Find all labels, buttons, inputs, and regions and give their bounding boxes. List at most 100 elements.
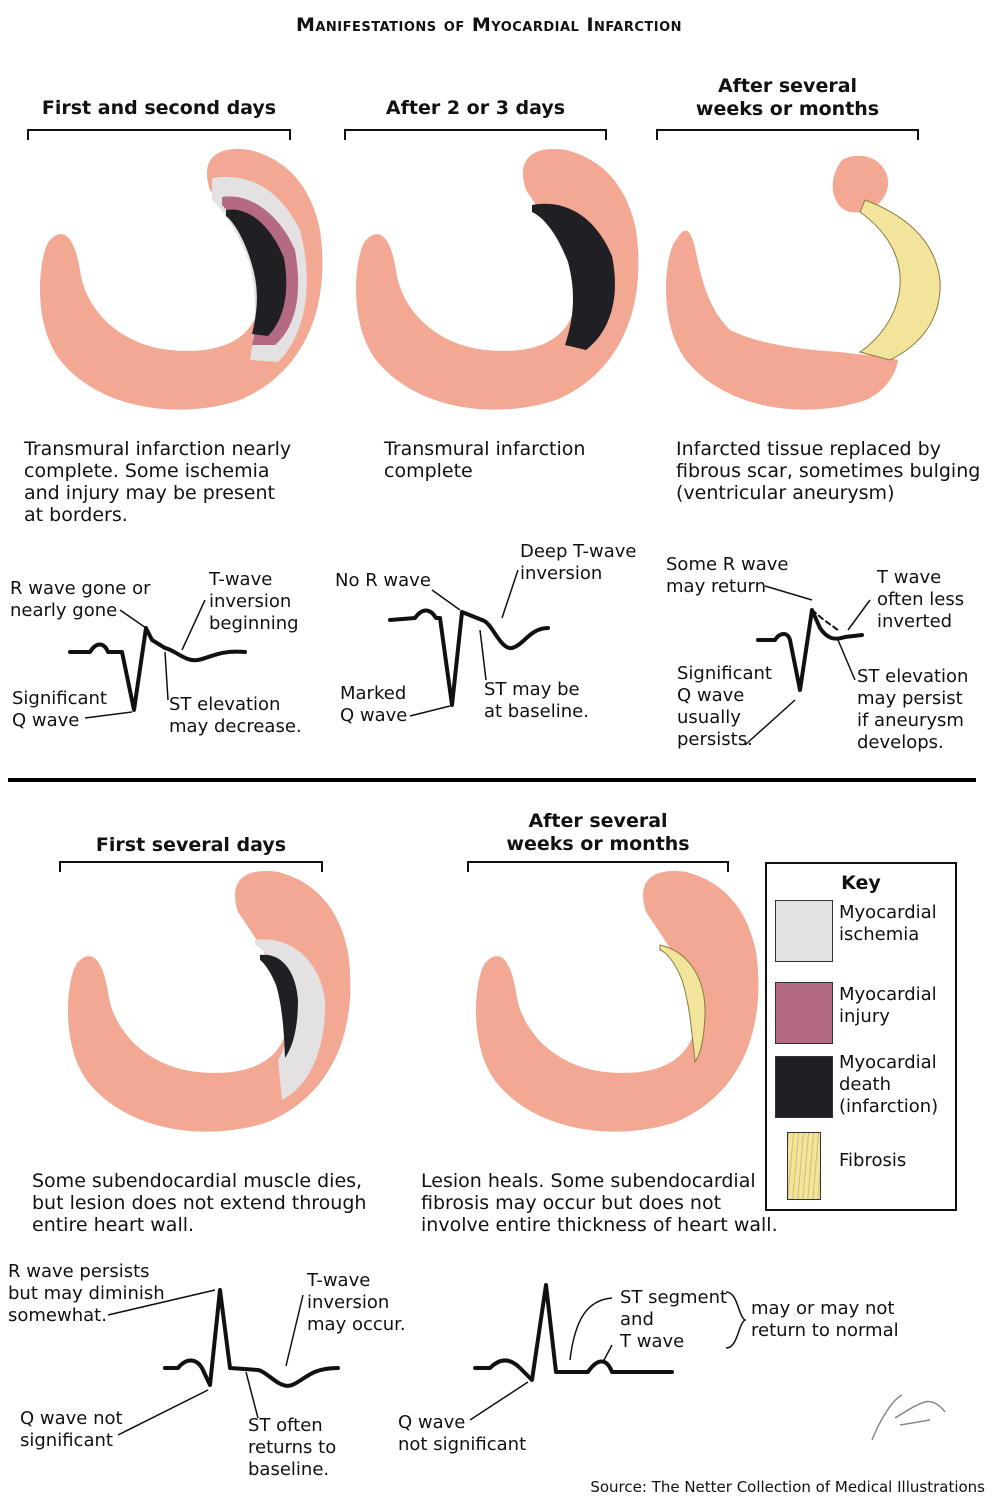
label-line: R wave gone or xyxy=(10,578,151,599)
label-line: R wave persists xyxy=(8,1261,150,1282)
ecg-label-st: ST elevation may persist if aneurysm dev… xyxy=(857,666,968,754)
pointer-q5 xyxy=(469,1381,529,1421)
ecg-label-st: ST elevation may decrease. xyxy=(169,694,302,738)
brace-right xyxy=(725,1291,747,1349)
header-line: weeks or months xyxy=(695,98,880,120)
label-line: if aneurysm xyxy=(857,710,964,731)
key-label-infarction: Myocardial death (infarction) xyxy=(839,1052,938,1118)
ecg-label-q: Significant Q wave xyxy=(12,688,107,732)
pointer-t3 xyxy=(847,599,871,631)
label-line: beginning xyxy=(209,613,299,634)
ecg-label-q: Significant Q wave usually persists. xyxy=(677,663,772,751)
panel-header-day1: First and second days xyxy=(41,97,277,119)
header-brace-2 xyxy=(344,129,607,140)
header-brace-3 xyxy=(656,129,919,140)
swatch-fibrosis xyxy=(787,1132,821,1200)
header-line: weeks or months xyxy=(506,833,690,855)
panel-header-subendo-weeks: After several weeks or months xyxy=(468,810,728,856)
ecg-trace-2 xyxy=(388,608,550,707)
pointer-r1 xyxy=(119,609,147,629)
label-line: No R wave xyxy=(335,570,431,591)
ecg-label-t: T-wave inversion may occur. xyxy=(307,1270,406,1336)
header-brace-4 xyxy=(59,861,323,872)
section-divider xyxy=(8,778,976,782)
ecg-label-q: Marked Q wave xyxy=(340,683,407,727)
ecg-label-t: T wave often less inverted xyxy=(877,567,964,633)
key-label-injury: Myocardial injury xyxy=(839,984,937,1028)
ecg-label-q: Q wave not significant xyxy=(398,1412,526,1456)
label-line: returns to xyxy=(248,1437,337,1458)
label-line: (infarction) xyxy=(839,1096,939,1117)
label-line: Significant xyxy=(677,663,772,684)
label-line: T wave xyxy=(877,567,942,588)
ecg-label-r: Some R wave may return xyxy=(666,554,788,598)
pointer-q3 xyxy=(744,699,796,746)
pointer-r2 xyxy=(431,589,461,611)
desc-line: Transmural infarction xyxy=(384,438,586,460)
heart-muscle xyxy=(666,230,898,410)
ecg-trace-5 xyxy=(473,1283,674,1382)
header-brace-1 xyxy=(27,129,291,140)
pointer-st2 xyxy=(479,629,487,681)
label-line: develops. xyxy=(857,732,944,753)
ecg-trace-4 xyxy=(163,1288,340,1388)
label-line: may or may not xyxy=(751,1298,895,1319)
ecg-label-r: R wave persists but may diminish somewha… xyxy=(8,1261,165,1327)
heart-wall-day1 xyxy=(40,149,323,410)
pointer-st3 xyxy=(837,639,856,681)
desc-line: Infarcted tissue replaced by xyxy=(676,438,941,460)
pointer-st5 xyxy=(569,1297,613,1361)
label-line: may decrease. xyxy=(169,716,302,737)
ecg-trace-3 xyxy=(756,608,864,692)
label-line: Q wave xyxy=(677,685,745,706)
desc-line: but lesion does not extend through xyxy=(32,1192,367,1214)
label-line: T wave xyxy=(620,1331,685,1352)
label-line: may occur. xyxy=(307,1314,406,1335)
label-line: inverted xyxy=(877,611,953,632)
label-line: ischemia xyxy=(839,924,920,945)
key-title: Key xyxy=(841,872,881,894)
pointer-t2 xyxy=(501,569,519,619)
panel-header-day3: After 2 or 3 days xyxy=(385,97,566,119)
label-line: significant xyxy=(20,1430,113,1451)
ecg-label-t: T-wave inversion beginning xyxy=(209,569,299,635)
label-line: Myocardial xyxy=(839,1052,937,1073)
heart-wall-subendo-healed xyxy=(476,871,759,1132)
ecg-label-r: R wave gone or nearly gone xyxy=(10,578,150,622)
description-weeks: Infarcted tissue replaced by fibrous sca… xyxy=(676,438,980,504)
description-subendo-early: Some subendocardial muscle dies, but les… xyxy=(32,1170,366,1236)
figure-title: Manifestations of Myocardial Infarction xyxy=(295,14,683,36)
pointer-q4 xyxy=(117,1389,209,1436)
source-credit: Source: The Netter Collection of Medical… xyxy=(590,1478,985,1496)
label-line: Q wave xyxy=(340,705,408,726)
label-line: Myocardial xyxy=(839,984,937,1005)
ecg-label-brace: may or may not return to normal xyxy=(751,1298,899,1342)
ecg-label-r: No R wave xyxy=(335,570,431,592)
label-line: Fibrosis xyxy=(839,1150,907,1171)
label-line: Q wave xyxy=(12,710,80,731)
swatch-infarction xyxy=(775,1056,833,1118)
key-label-fibrosis: Fibrosis xyxy=(839,1150,906,1172)
infarction-zone xyxy=(226,209,287,336)
label-line: may return xyxy=(666,576,766,597)
heart-muscle xyxy=(476,871,759,1132)
desc-line: and injury may be present xyxy=(24,482,275,504)
ecg-label-st: ST may be at baseline. xyxy=(484,679,589,723)
label-line: injury xyxy=(839,1006,890,1027)
label-line: Some R wave xyxy=(666,554,789,575)
label-line: Myocardial xyxy=(839,902,937,923)
ecg-label-t: Deep T-wave inversion xyxy=(520,541,636,585)
label-line: Deep T-wave xyxy=(520,541,637,562)
label-line: inversion xyxy=(307,1292,390,1313)
description-day3: Transmural infarction complete xyxy=(384,438,585,482)
netter-signature xyxy=(871,1394,946,1441)
desc-line: entire heart wall. xyxy=(32,1214,195,1236)
desc-line: complete. Some ischemia xyxy=(24,460,270,482)
desc-line: involve entire thickness of heart wall. xyxy=(421,1214,778,1236)
panel-header-subendo-early: First several days xyxy=(95,834,287,856)
label-line: often less xyxy=(877,589,965,610)
label-line: Marked xyxy=(340,683,407,704)
label-line: inversion xyxy=(209,591,292,612)
label-line: inversion xyxy=(520,563,603,584)
label-line: somewhat. xyxy=(8,1305,107,1326)
